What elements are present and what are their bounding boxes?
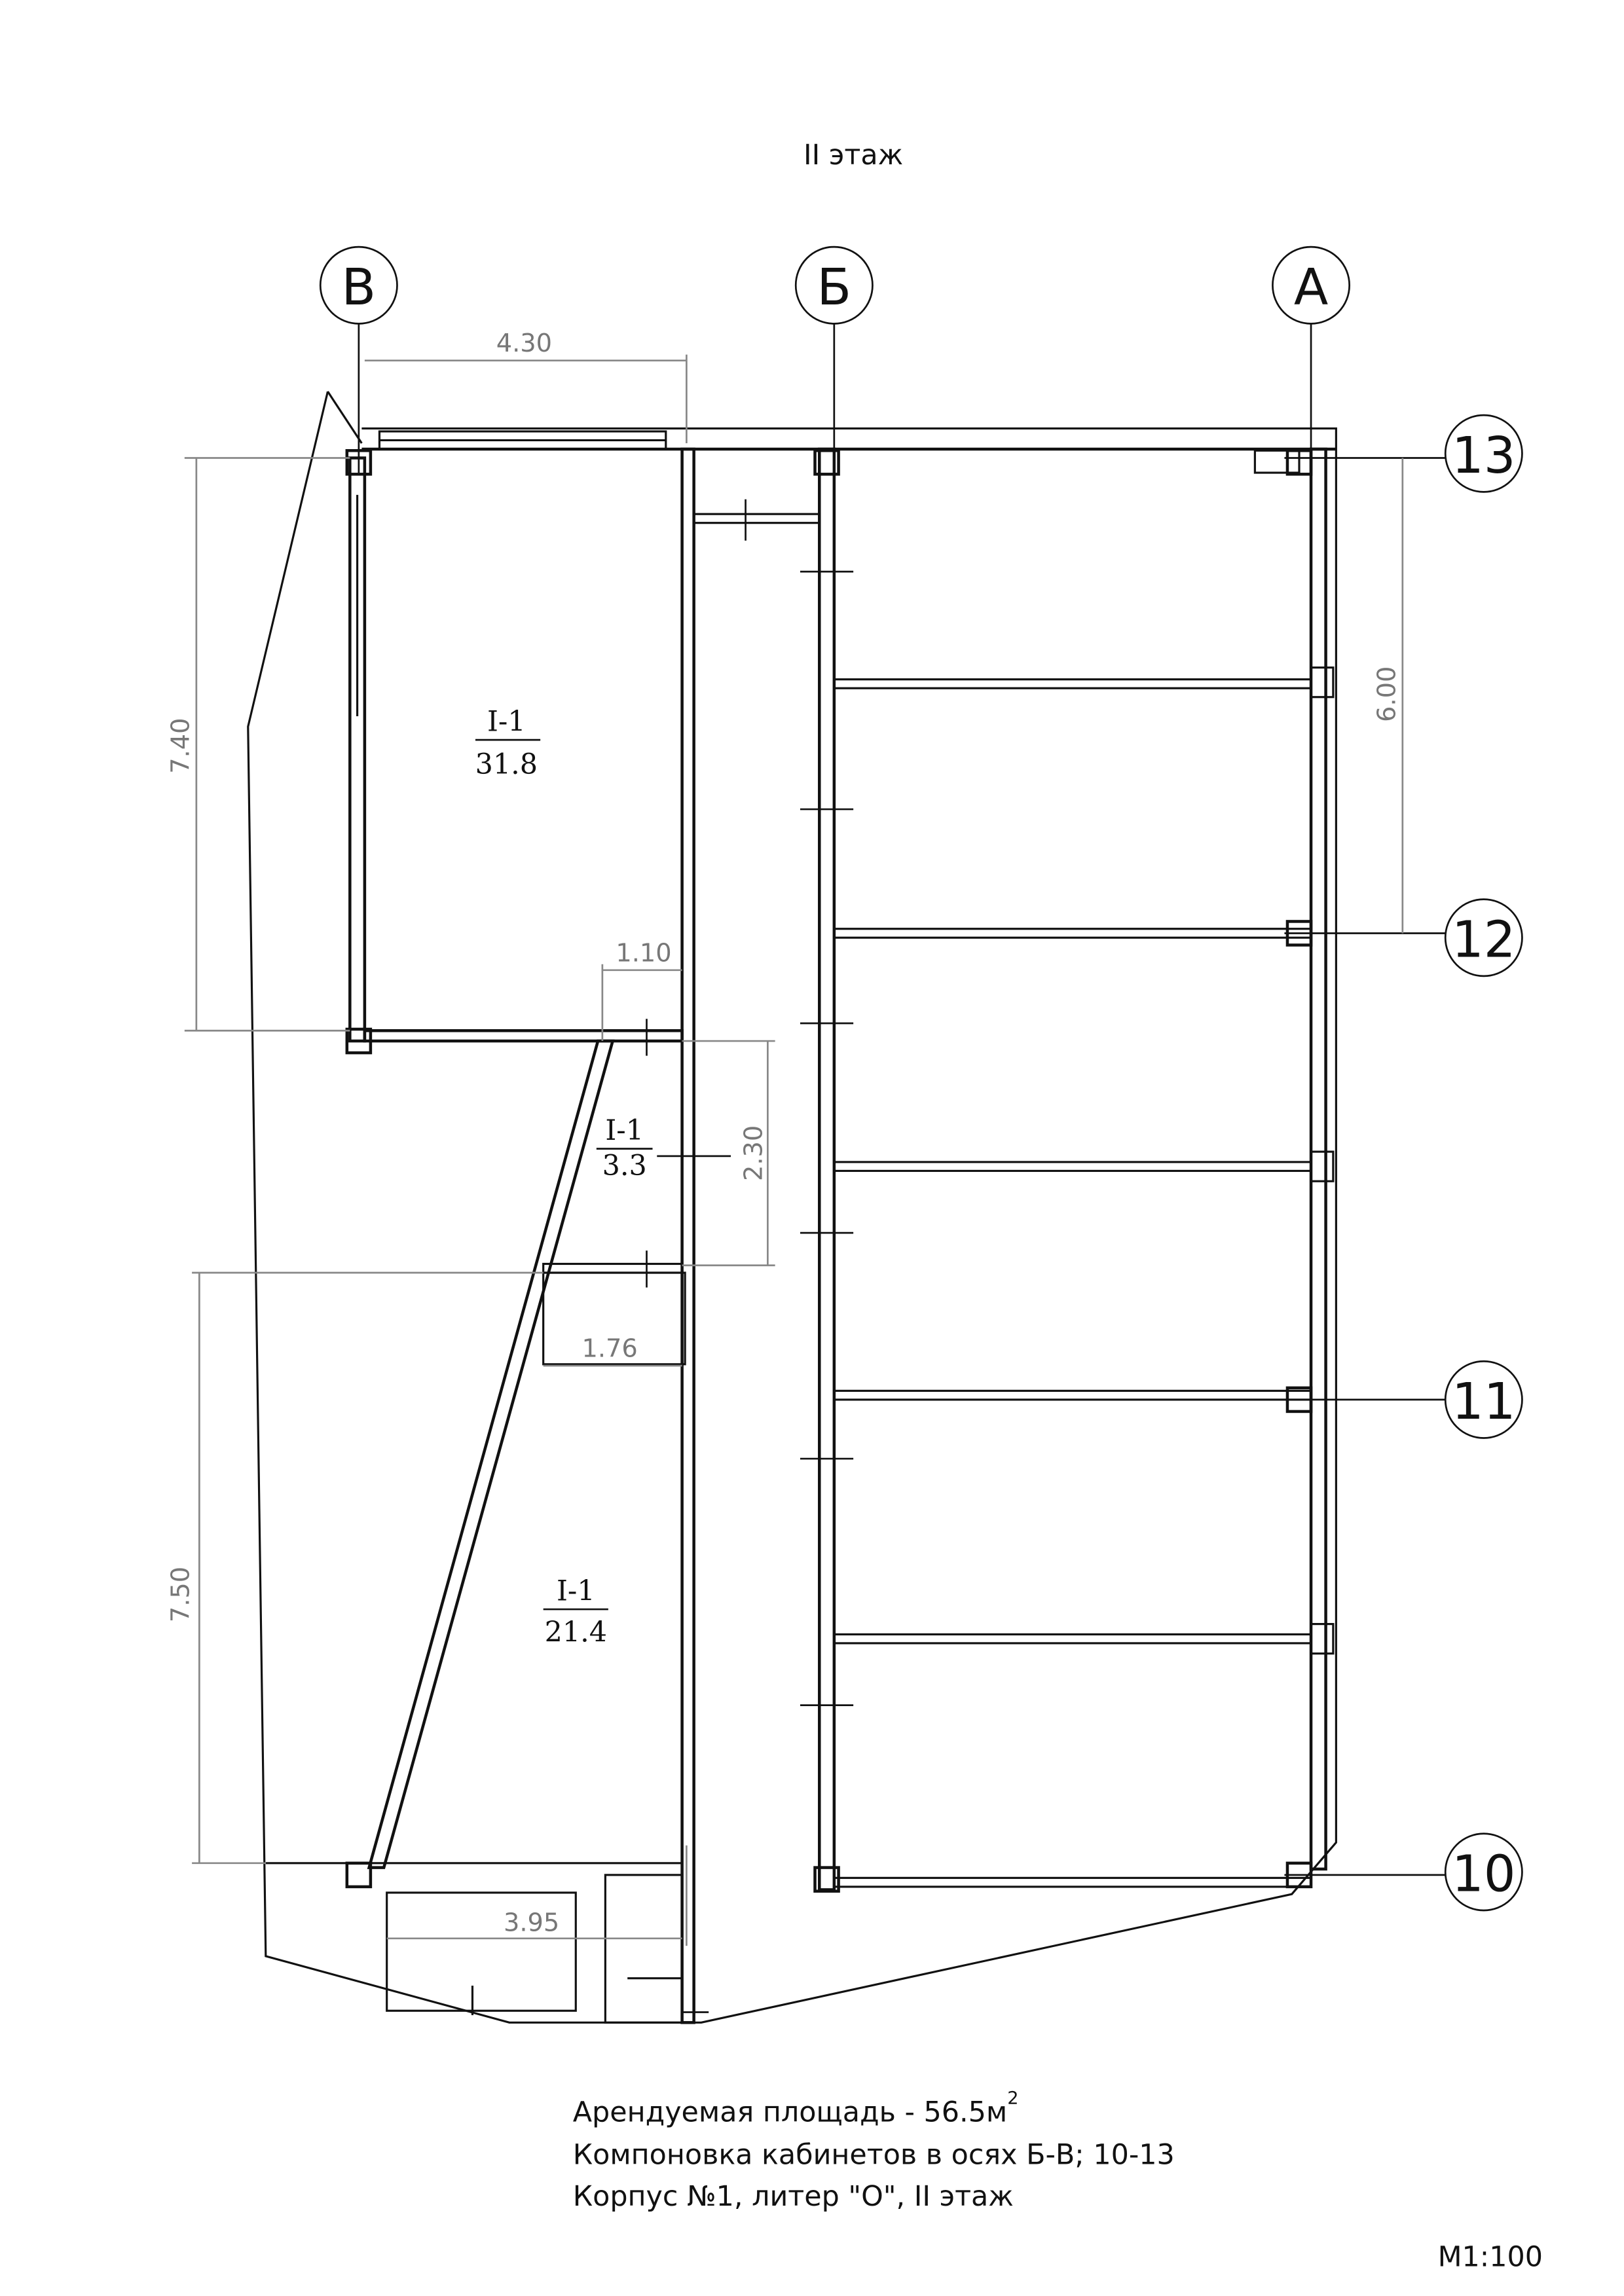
svg-text:21.4: 21.4 xyxy=(545,1616,607,1649)
scale-label: М1:100 xyxy=(1438,2240,1543,2273)
svg-text:31.8: 31.8 xyxy=(475,748,538,781)
axis-marker-13: 13 xyxy=(1284,414,1523,493)
svg-text:10: 10 xyxy=(1452,1846,1516,1904)
dimension-lines xyxy=(184,354,1404,1946)
svg-text:В: В xyxy=(342,259,377,317)
svg-text:11: 11 xyxy=(1452,1373,1516,1431)
layout-note: Компоновка кабинетов в осях Б-В; 10-13 xyxy=(573,2139,1175,2172)
dimension-6-00: 6.00 xyxy=(1373,666,1402,722)
dimension-2-30: 2.30 xyxy=(739,1125,768,1181)
room-label: I-1 3.3 xyxy=(596,1114,653,1182)
walls xyxy=(265,447,1335,2024)
svg-text:I-1: I-1 xyxy=(557,1575,595,1608)
axis-marker-b: Б xyxy=(794,246,874,473)
dimension-3-95: 3.95 xyxy=(504,1908,559,1938)
plan-title: II этаж xyxy=(803,139,903,172)
svg-text:Б: Б xyxy=(817,259,852,317)
room-label: I-1 21.4 xyxy=(543,1575,608,1649)
dimension-1-76: 1.76 xyxy=(581,1334,637,1364)
dimension-4-30: 4.30 xyxy=(496,329,552,358)
columns xyxy=(345,448,1313,1893)
wall-ticks xyxy=(646,499,854,2013)
building-outline xyxy=(247,391,1337,2024)
dimension-7-40: 7.40 xyxy=(166,718,196,773)
svg-text:13: 13 xyxy=(1452,427,1516,485)
rented-area-note: Арендуемая площадь - 56.5м2 xyxy=(573,2088,1019,2128)
building-note: Корпус №1, литер "О", II этаж xyxy=(573,2180,1014,2213)
svg-text:12: 12 xyxy=(1452,911,1516,970)
svg-text:3.3: 3.3 xyxy=(602,1150,647,1182)
axis-marker-a: А xyxy=(1272,246,1351,473)
svg-text:I-1: I-1 xyxy=(487,706,526,738)
axis-marker-v: В xyxy=(319,246,398,473)
dimension-7-50: 7.50 xyxy=(166,1567,196,1622)
svg-text:А: А xyxy=(1294,259,1328,317)
svg-text:I-1: I-1 xyxy=(605,1114,644,1147)
axis-marker-12: 12 xyxy=(1284,898,1523,977)
axis-marker-11: 11 xyxy=(1284,1360,1523,1439)
axis-marker-10: 10 xyxy=(1284,1832,1523,1912)
room-label: I-1 31.8 xyxy=(475,706,541,781)
dimension-1-10: 1.10 xyxy=(616,938,671,968)
